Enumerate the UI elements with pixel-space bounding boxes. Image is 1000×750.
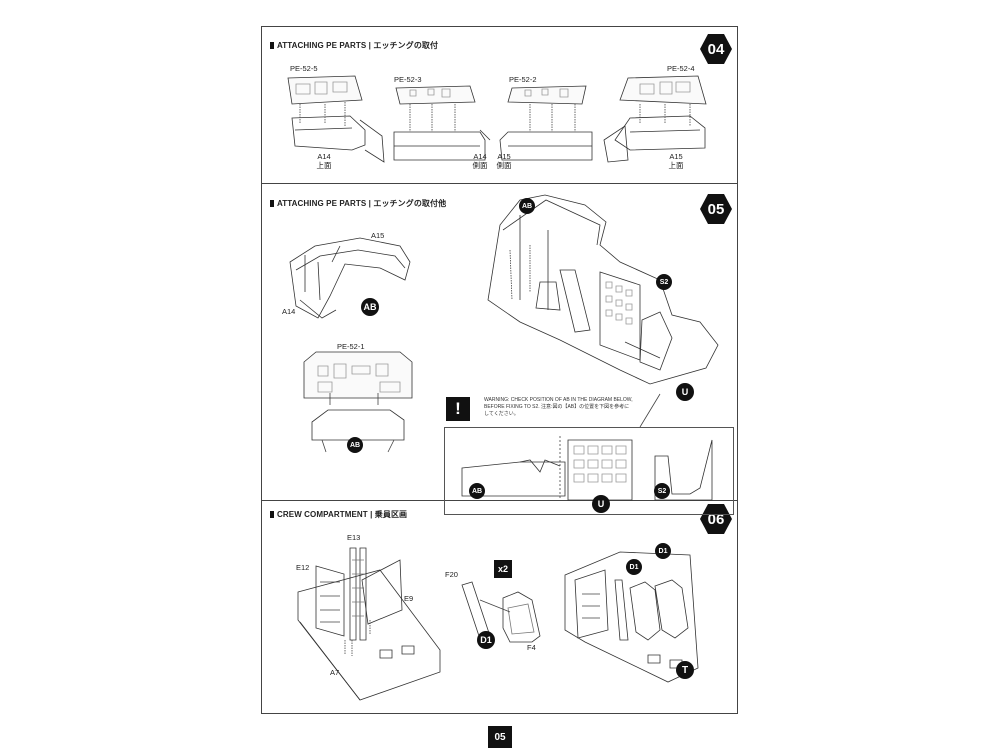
step-badge-04: 04	[700, 33, 732, 65]
part-label-a15: A15	[371, 231, 385, 240]
section-title-06: CREW COMPARTMENT | 乗員区画	[270, 509, 407, 520]
pe-label: PE-52-2	[509, 75, 537, 84]
marker-ab: AB	[347, 437, 363, 453]
part-label-f20: F20	[445, 570, 458, 579]
marker-d1: D1	[626, 559, 642, 575]
step-badge-05: 05	[700, 193, 732, 225]
part-label-f4: F4	[527, 643, 536, 652]
part-label-a14: A14	[282, 307, 296, 316]
page-frame	[261, 26, 738, 714]
multiplier-badge: x2	[494, 560, 512, 578]
pe-label: PE-52-3	[394, 75, 422, 84]
part-label-e12: E12	[296, 563, 310, 572]
step-badge-06: 06	[700, 503, 732, 535]
marker-u: U	[676, 383, 694, 401]
warning-detail-box	[444, 427, 734, 515]
marker-ab: AB	[469, 483, 485, 499]
warning-text: WARNING: CHECK POSITION OF AB IN THE DIA…	[484, 397, 633, 417]
part-label-e13: E13	[347, 533, 361, 542]
step04-drawings	[287, 75, 707, 163]
pe-label: PE-52-1	[337, 342, 365, 351]
marker-d1: D1	[655, 543, 671, 559]
section-divider	[261, 500, 738, 501]
marker-t: T	[676, 661, 694, 679]
pe-label: PE-52-5	[290, 64, 318, 73]
part-label-e9: E9	[404, 594, 414, 603]
marker-ab: AB	[361, 298, 379, 316]
marker-d1: D1	[477, 631, 495, 649]
warning-icon: !	[446, 397, 470, 421]
section-title-05: ATTACHING PE PARTS | エッチングの取付他	[270, 198, 446, 209]
marker-s2: S2	[656, 274, 672, 290]
section-title-04: ATTACHING PE PARTS | エッチングの取付	[270, 40, 438, 51]
marker-u: U	[592, 495, 610, 513]
part-label-a7: A7	[330, 668, 340, 677]
step05-drawings	[289, 194, 719, 501]
marker-ab: AB	[519, 198, 535, 214]
section-divider	[261, 183, 738, 184]
pe-label: PE-52-4	[667, 64, 695, 73]
marker-s2: S2	[654, 483, 670, 499]
page-number: 05	[488, 726, 512, 748]
